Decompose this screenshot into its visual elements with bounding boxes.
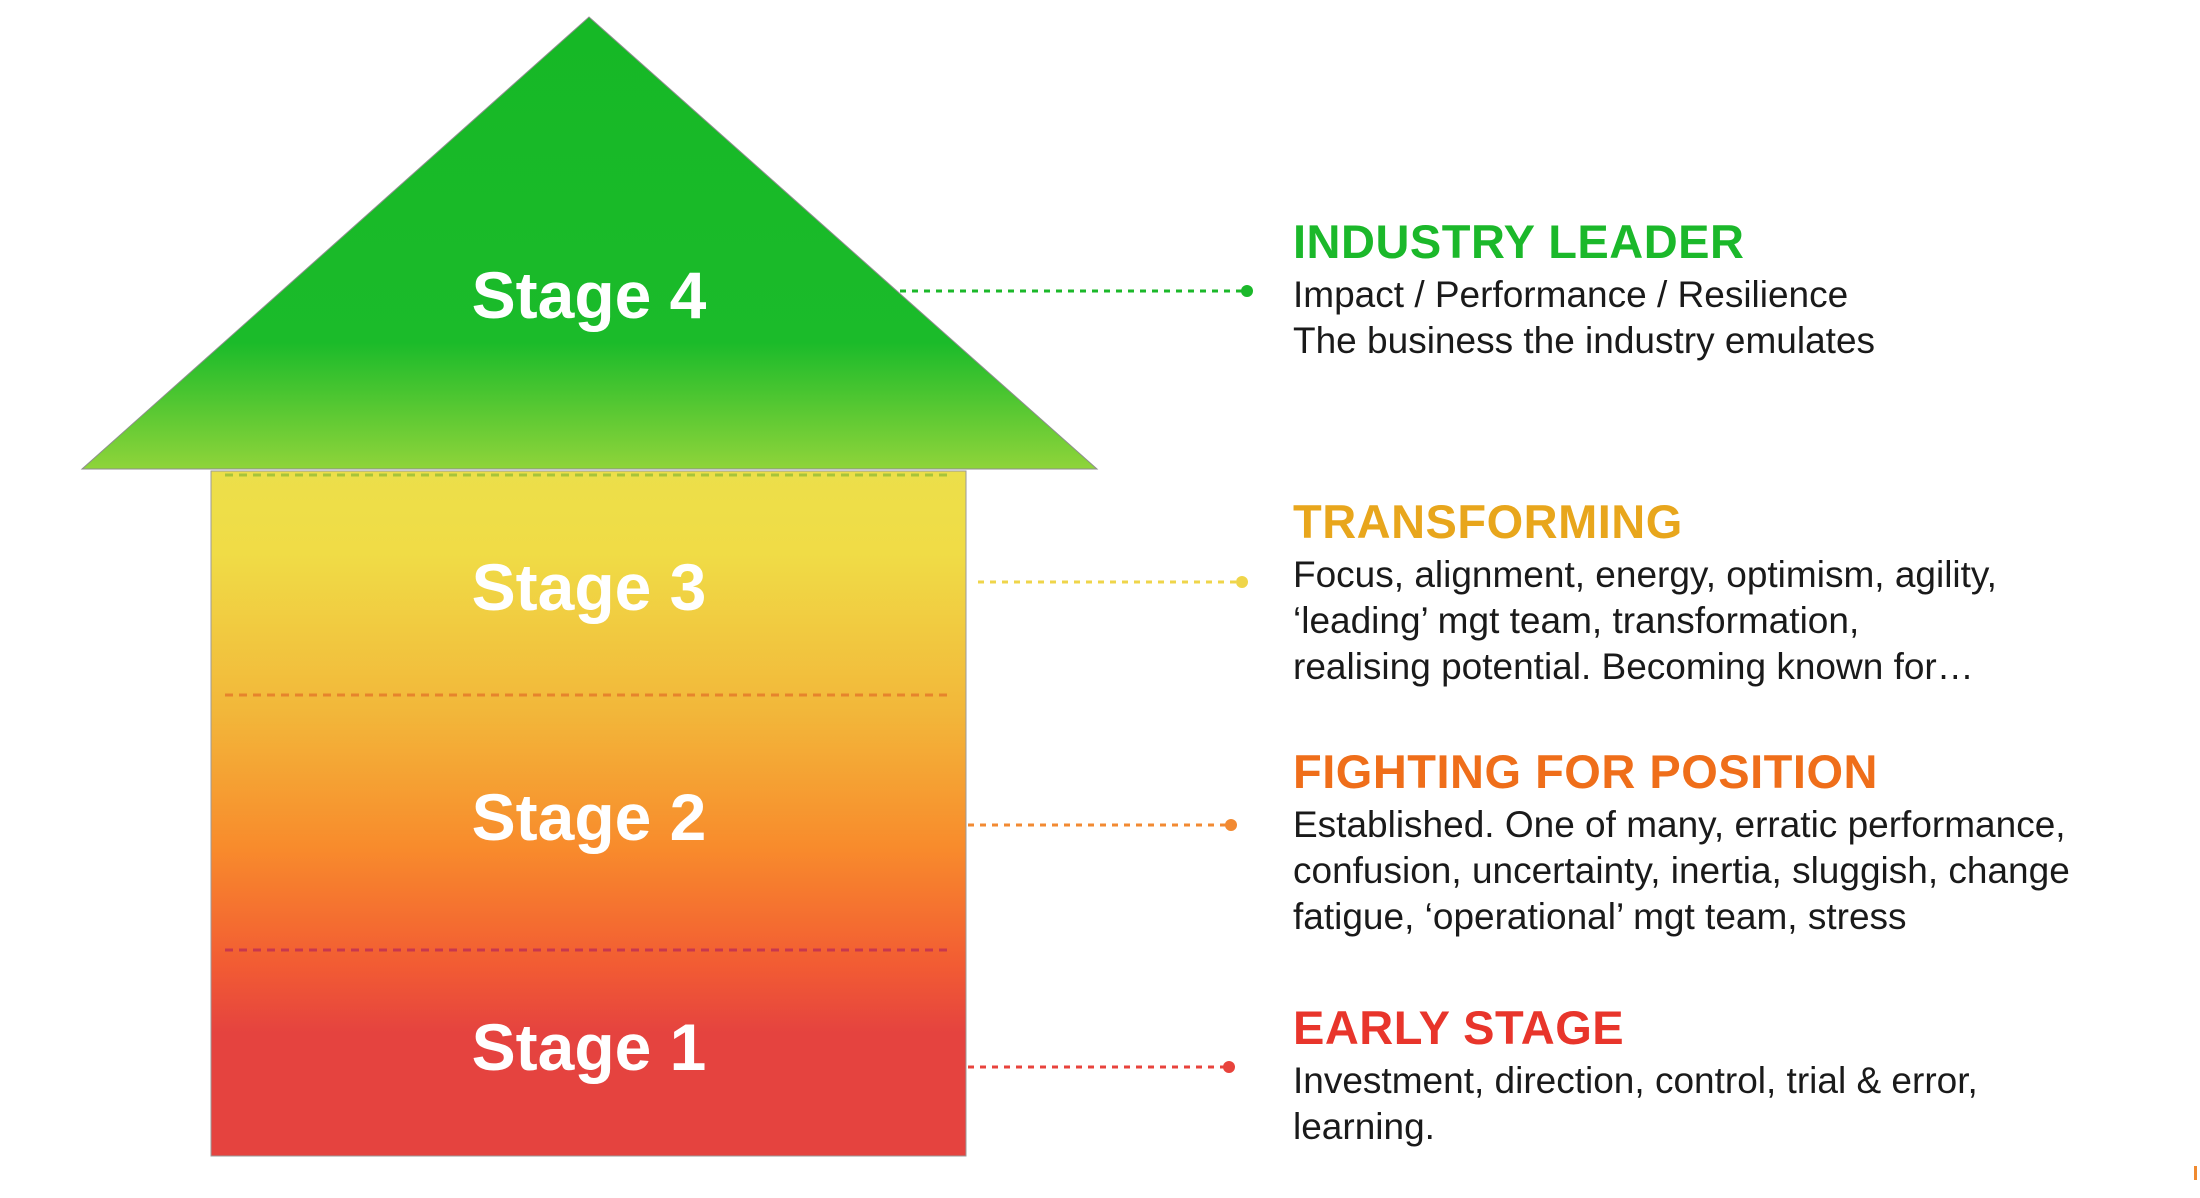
connector-stage-3-dot bbox=[1236, 576, 1248, 588]
stage-4-heading: INDUSTRY LEADER bbox=[1293, 215, 1745, 268]
stage-3-line-1: Focus, alignment, energy, optimism, agil… bbox=[1293, 554, 1997, 595]
stage-3-text: Focus, alignment, energy, optimism, agil… bbox=[1293, 552, 2183, 690]
connector-stage-4-dot bbox=[1241, 285, 1253, 297]
arrow-head bbox=[80, 16, 1099, 470]
stage-1-line-1: Investment, direction, control, trial & … bbox=[1293, 1060, 1978, 1101]
stage-4-label: Stage 4 bbox=[472, 258, 707, 332]
stage-4-line-1: Impact / Performance / Resilience bbox=[1293, 274, 1849, 315]
stage-4-line-2: The business the industry emulates bbox=[1293, 320, 1876, 361]
stage-2-line-2: confusion, uncertainty, inertia, sluggis… bbox=[1293, 850, 2070, 891]
arrow-body bbox=[210, 470, 967, 1157]
stage-1-text: Investment, direction, control, trial & … bbox=[1293, 1058, 2183, 1150]
stage-2-heading: FIGHTING FOR POSITION bbox=[1293, 745, 1878, 798]
stage-1-label: Stage 1 bbox=[472, 1010, 707, 1084]
stage-3-line-3: realising potential. Becoming known for… bbox=[1293, 646, 1974, 687]
stage-1-line-2: learning. bbox=[1293, 1106, 1435, 1147]
stage-2-text: Established. One of many, erratic perfor… bbox=[1293, 802, 2183, 940]
stage-3-line-2: ‘leading’ mgt team, transformation, bbox=[1293, 600, 1860, 641]
stage-1-description: EARLY STAGE Investment, direction, contr… bbox=[1293, 1002, 2183, 1150]
stage-2-line-1: Established. One of many, erratic perfor… bbox=[1293, 804, 2066, 845]
corner-mark bbox=[2194, 1166, 2197, 1180]
stage-2-line-3: fatigue, ‘operational’ mgt team, stress bbox=[1293, 896, 1907, 937]
stage-2-description: FIGHTING FOR POSITION Established. One o… bbox=[1293, 746, 2183, 940]
stage-2-label: Stage 2 bbox=[472, 780, 707, 854]
stage-4-text: Impact / Performance / Resilience The bu… bbox=[1293, 272, 2183, 364]
stage-3-label: Stage 3 bbox=[472, 550, 707, 624]
connector-stage-2-dot bbox=[1225, 819, 1237, 831]
stage-1-heading: EARLY STAGE bbox=[1293, 1001, 1625, 1054]
stage-3-heading: TRANSFORMING bbox=[1293, 495, 1683, 548]
stage-4-description: INDUSTRY LEADER Impact / Performance / R… bbox=[1293, 216, 2183, 364]
connector-stage-1-dot bbox=[1223, 1061, 1235, 1073]
stage-3-description: TRANSFORMING Focus, alignment, energy, o… bbox=[1293, 496, 2183, 690]
